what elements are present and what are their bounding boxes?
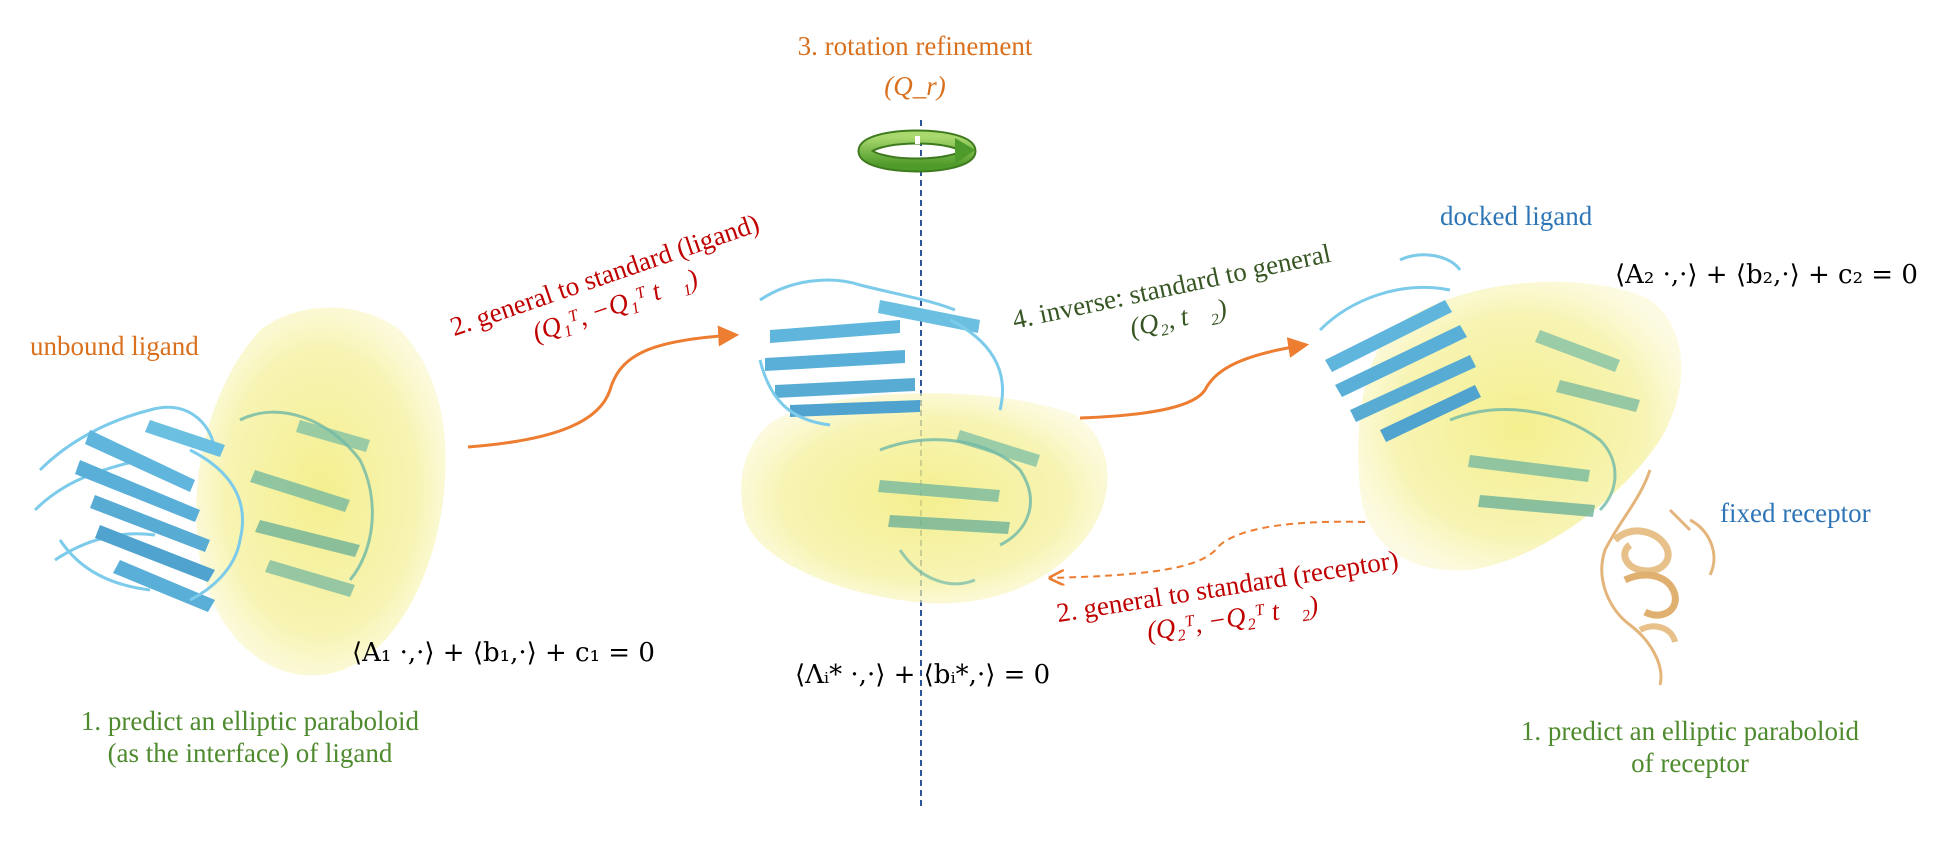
arrow-general-to-standard-ligand: [467, 325, 740, 449]
fixed-receptor-label: fixed receptor: [1720, 498, 1871, 528]
ligand-equation: ⟨A₁ ·,·⟩ + ⟨b₁,·⟩ + c₁ = 0: [352, 638, 655, 668]
rotation-arrow-icon: [857, 129, 977, 173]
unbound-ligand-label: unbound ligand: [30, 331, 199, 361]
arrow-inverse-standard-to-general: [1079, 337, 1310, 420]
receptor-equation: ⟨A₂ ·,·⟩ + ⟨b₂,·⟩ + c₂ = 0: [1615, 260, 1918, 290]
step1-receptor-line2: of receptor: [1631, 748, 1749, 779]
step1-receptor-label: 1. predict an elliptic paraboloid of rec…: [1480, 715, 1900, 780]
standard-paraboloid: [741, 393, 1108, 604]
rotation-refinement-title: 3. rotation refinement: [797, 31, 1033, 61]
step1-ligand-label: 1. predict an elliptic paraboloid (as th…: [40, 705, 460, 770]
fixed-receptor-protein-icon: [1600, 469, 1716, 686]
docked-ligand-protein-icon: [1318, 253, 1640, 517]
unbound-ligand-protein-icon: [33, 405, 374, 612]
standard-ligand-protein-icon: [758, 278, 1040, 586]
step1-ligand-line2: (as the interface) of ligand: [107, 738, 393, 769]
docked-ligand-label: docked ligand: [1440, 201, 1593, 231]
arrow-general-to-standard-receptor: [1050, 520, 1366, 578]
step1-ligand-line1: 1. predict an elliptic paraboloid: [80, 706, 420, 736]
step1-receptor-line1: 1. predict an elliptic paraboloid: [1520, 716, 1860, 746]
standard-equation: ⟨Λᵢ* ·,·⟩ + ⟨bᵢ*,·⟩ = 0: [795, 660, 1051, 690]
rotation-refinement-symbol: (Q_r): [884, 71, 946, 101]
